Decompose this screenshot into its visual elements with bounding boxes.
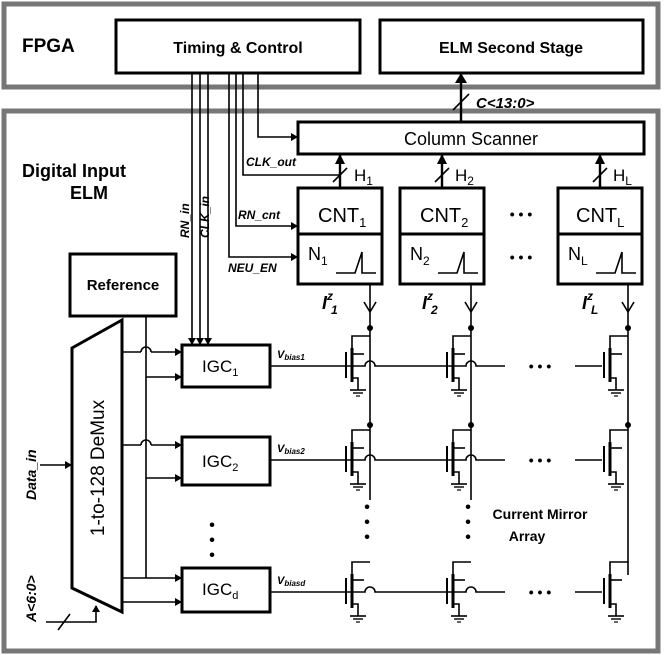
timing-control-box bbox=[114, 18, 362, 75]
timing-control-label: Timing & Control bbox=[173, 40, 302, 57]
svg-text:IGC2: IGC2 bbox=[202, 452, 238, 474]
clk-out-wire bbox=[242, 73, 340, 176]
elm-label-line1: Digital Input bbox=[22, 161, 126, 181]
svg-text:CNTL: CNTL bbox=[576, 205, 624, 230]
mirror-transistor bbox=[446, 561, 471, 623]
column-scanner-label: Column Scanner bbox=[404, 129, 538, 149]
mirror-transistor bbox=[446, 429, 471, 491]
mirror-transistor bbox=[603, 429, 628, 491]
igc-vertical-ellipsis-3: • bbox=[209, 547, 215, 564]
igc-row-d: IGCd Vbiasd bbox=[122, 566, 325, 614]
counter-ellipsis: • • • bbox=[510, 206, 533, 222]
igc-vertical-ellipsis-1: • bbox=[209, 517, 215, 534]
demux-label: 1-to-128 DeMux bbox=[88, 399, 109, 536]
mirror-row-ellipsis: • • • bbox=[529, 452, 552, 468]
svg-text:N1: N1 bbox=[308, 244, 328, 268]
counter-ellipsis-2: • • • bbox=[510, 249, 533, 265]
mirror-node bbox=[367, 422, 373, 428]
clk-in-label: CLK_in bbox=[198, 196, 212, 238]
mirror-row-ellipsis: • • • bbox=[529, 584, 552, 600]
fpga-label: FPGA bbox=[22, 36, 75, 57]
bias-line bbox=[325, 360, 602, 367]
mirror-node bbox=[468, 422, 474, 428]
current-mirror-label-line1: Current Mirror bbox=[493, 506, 588, 522]
svg-text:N2: N2 bbox=[410, 244, 430, 268]
mirror-column-ellipsis: • bbox=[364, 529, 370, 546]
mirror-column-ellipsis: • bbox=[465, 514, 471, 531]
svg-text:H2: H2 bbox=[455, 166, 474, 188]
neu-en-label: NEU_EN bbox=[228, 261, 277, 275]
bus-c-arrow bbox=[455, 73, 467, 83]
svg-text:IGCd: IGCd bbox=[202, 580, 238, 602]
counter-block-2: CNT2 N2 bbox=[398, 186, 486, 286]
mirror-transistor bbox=[345, 335, 370, 397]
mirror-transistor bbox=[603, 561, 628, 623]
mirror-node bbox=[625, 422, 631, 428]
h-bus-2: H2 bbox=[434, 154, 474, 188]
igc-row-1: IGC1 Vbias1 bbox=[122, 343, 325, 389]
mirror-column-ellipsis: • bbox=[465, 529, 471, 546]
current-mirror-array: • • •• • •• • ••••••• bbox=[325, 312, 631, 623]
svg-text:HL: HL bbox=[613, 166, 632, 188]
mirror-row-ellipsis: • • • bbox=[529, 358, 552, 374]
mirror-transistor bbox=[603, 335, 628, 397]
svg-text:Vbias2: Vbias2 bbox=[277, 443, 305, 456]
svg-text:NL: NL bbox=[568, 244, 588, 268]
demux-block bbox=[70, 317, 124, 615]
mirror-column-ellipsis: • bbox=[364, 514, 370, 531]
igc-row-2: IGC2 Vbias2 bbox=[122, 435, 325, 487]
neu-en-wire bbox=[228, 73, 298, 258]
mirror-transistor bbox=[345, 561, 370, 623]
current-mirror-label-line2: Array bbox=[509, 528, 546, 544]
svg-text:H1: H1 bbox=[354, 166, 373, 188]
reference-label: Reference bbox=[87, 277, 160, 294]
igc-vertical-ellipsis-2: • bbox=[209, 532, 215, 549]
svg-text:IGC1: IGC1 bbox=[202, 357, 238, 379]
svg-text:CNT2: CNT2 bbox=[420, 205, 468, 230]
elm-second-stage-box bbox=[378, 18, 645, 75]
column-scanner-box bbox=[296, 120, 646, 156]
h-bus-1: H1 bbox=[332, 154, 373, 188]
mirror-node bbox=[468, 325, 474, 331]
elm-second-stage-label: ELM Second Stage bbox=[439, 40, 583, 57]
svg-text:Iz2: Iz2 bbox=[422, 289, 438, 317]
svg-text:Iz1: Iz1 bbox=[322, 289, 338, 317]
rn-cnt-wire bbox=[235, 73, 298, 227]
addr-label: A<6:0> bbox=[23, 575, 39, 623]
svg-text:IzL: IzL bbox=[582, 289, 598, 317]
rn-in-label: RN_in bbox=[178, 203, 192, 238]
svg-text:Vbias1: Vbias1 bbox=[277, 349, 305, 362]
svg-text:CNT1: CNT1 bbox=[318, 205, 366, 230]
counter-block-1: CNT1 N1 bbox=[296, 186, 384, 286]
bias-line bbox=[325, 454, 602, 461]
bus-c-label: C<13:0> bbox=[476, 95, 535, 112]
mirror-node bbox=[625, 325, 631, 331]
counter-block-L: CNTL NL bbox=[556, 186, 644, 286]
data-in-label: Data_in bbox=[23, 449, 39, 500]
rn-cnt-label: RN_cnt bbox=[238, 208, 281, 222]
mirror-column-ellipsis: • bbox=[465, 499, 471, 516]
elm-label-line2: ELM bbox=[70, 183, 108, 203]
mirror-transistor bbox=[446, 335, 471, 397]
bias-line bbox=[325, 586, 602, 593]
mirror-column-ellipsis: • bbox=[364, 499, 370, 516]
svg-text:Vbiasd: Vbiasd bbox=[277, 575, 306, 588]
reference-box bbox=[68, 252, 178, 318]
bus-c-slash bbox=[452, 93, 470, 111]
h-bus-L: HL bbox=[592, 154, 632, 188]
mirror-transistor bbox=[345, 429, 370, 491]
clk-out-label: CLK_out bbox=[246, 155, 297, 169]
scanner-ctrl-wire bbox=[257, 73, 298, 138]
mirror-node bbox=[367, 325, 373, 331]
